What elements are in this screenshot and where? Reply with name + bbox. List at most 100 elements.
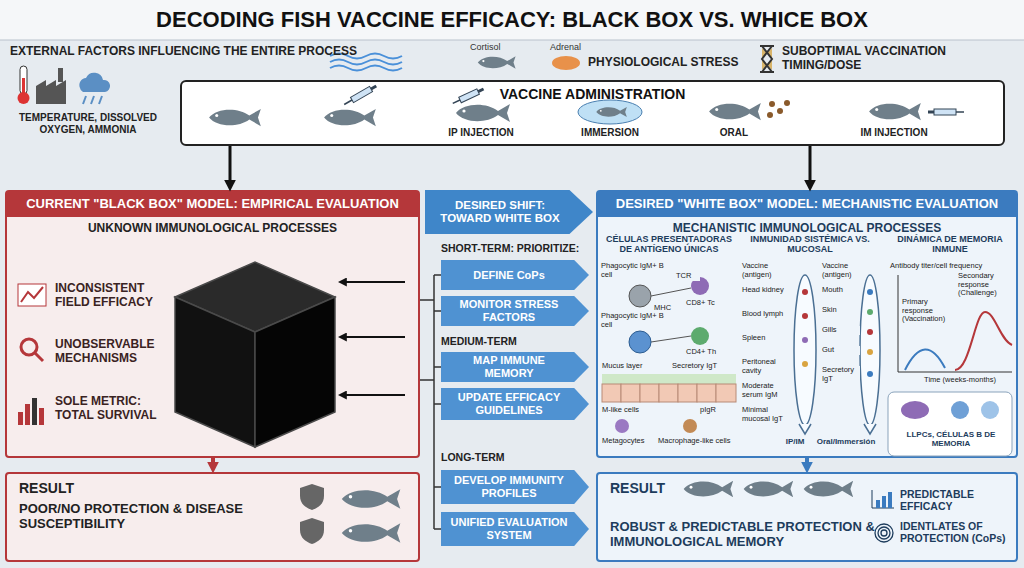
organ-dots [802,313,808,319]
text-label: Phagocytic IgM+ B cell [601,312,675,329]
text-label: PREDICTABLE EFFICACY [900,488,1015,512]
text-label: CÉLULAS PRESENTADORAS DE ANTÍGENO ÚNICAS [600,234,738,255]
text-label: Cortisol [470,42,520,52]
magnifier-icon [21,339,43,361]
text-label: LONG-TERM [441,451,591,463]
step-box: DEVELOP IMMUNITY PROFILES [441,470,589,504]
syringe [453,100,460,103]
text-label: INCONSISTENT FIELD EFFICACY [55,282,173,310]
antigen-presenting-cells [683,419,697,433]
rain-cloud-icon [83,96,102,104]
thermometer-icon [20,66,27,94]
text-label: Phagocytic IgM+ B cell [601,262,675,279]
shift-arrow: DESIRED SHIFT: TOWARD WHITE BOX [425,190,593,234]
box-text: POOR/NO PROTECTION & DISEASE SUSCEPTIBIL… [19,502,269,532]
syringe [351,86,373,102]
feed-pellets [784,100,790,106]
box-heading: RESULT [19,480,418,496]
organ-dots [802,289,873,377]
feed-pellets [767,112,773,118]
text-label: TEMPERATURE, DISSOLVED OXYGEN, AMMONIA [8,112,168,135]
antigen-presenting-cells [602,384,736,402]
stressed-fish [478,56,516,69]
text-label: Adrenal [550,42,600,52]
immersion-bath [578,100,642,124]
feed-pellets [769,101,775,107]
text-label: MEDIUM-TERM [441,335,591,347]
step-box: UNIFIED EVALUATION SYSTEM [441,512,589,546]
text-label: IMMERSION [565,127,655,139]
fish-body-outline [794,275,816,425]
factory-icon [36,80,66,104]
fish [596,107,627,117]
step-box: MONITOR STRESS FACTORS [441,296,589,326]
organ-dots [867,371,873,377]
fish-body-outline [860,275,880,425]
text-label: Minimal mucosal IgT [742,406,786,423]
fish [324,109,376,126]
result-box: RESULTROBUST & PREDICTABLE PROTECTION & … [596,472,1018,562]
trend-icon [21,287,43,302]
healthy-fish [684,481,734,498]
text-label: IP INJECTION [431,127,531,139]
syringe [956,111,964,113]
text-label: Primary response (Vaccination) [902,298,954,324]
organ-dots [802,361,808,367]
trend-icon [18,284,46,306]
text-label: Vaccine (antigen) [822,262,860,279]
box-heading: CURRENT "BLACK BOX" MODEL: EMPIRICAL EVA… [7,192,418,217]
text-label: IDENTLATES OF PROTECTION (CoPs) [900,520,1015,544]
text-label: Antibody titer/cell frequency [890,262,1014,271]
fish [709,103,761,120]
black-box-cube [175,262,335,447]
step-box: MAP IMMUNE MEMORY [441,352,589,382]
antigen-presenting-cells [691,327,709,345]
text-label: SUBOPTIMAL VACCINATION TIMING/DOSE [782,45,1014,73]
syringe [371,86,376,89]
text-label: M-like cells [602,406,664,415]
memory-cells [951,401,969,419]
text-label: Secretory IgT [672,362,736,371]
organ-dots [802,289,808,295]
organ-dots [867,309,873,315]
fingerprint-icon [875,524,893,542]
antigen-presenting-cells [651,336,691,342]
box-shape [441,352,589,382]
text-label: pIgR [700,406,730,415]
input-arrows [345,336,405,338]
syringe [934,109,956,115]
efficacy-icon [888,492,892,508]
text-label: MHC [654,304,680,313]
antigen-presenting-cells [629,285,651,307]
efficacy-icon [882,496,886,508]
text-label: CD4+ Th [686,348,736,357]
timeline-bracket [433,275,435,529]
timeline-bracket [420,275,441,529]
adrenal-gland [552,56,580,70]
text-label: Metagocytes [602,437,658,446]
syringe [343,83,378,107]
title-band [0,0,1024,40]
shield-icon [300,484,324,544]
box-heading: VACCINE ADMINISTRATION [182,86,1003,102]
fish-body-outline [864,424,876,434]
hourglass-icon [760,46,774,72]
feed-pellets [777,108,783,114]
text-label: TCR [676,272,700,281]
memory-cells [901,401,999,419]
box-shape [425,190,593,234]
text-label: LLPCs, CÉLULAS B DE MEMORIA [890,430,1012,448]
diagram-title: DECODING FISH VACCINE EFFICACY: BLACK BO… [0,0,1024,40]
antigen-presenting-cells [659,384,678,402]
box-shape [441,470,589,504]
box-heading: UPDATE EFFICACY GUIDELINES [441,391,589,416]
antigen-presenting-cells [602,374,736,384]
flow-arrow [809,146,812,182]
text-label: Spleen [742,334,786,343]
factory-icon [36,68,66,104]
fish-body-outline [794,275,880,434]
box-shape [441,512,589,546]
antigen-presenting-cells [629,331,651,353]
memory-chart [955,312,1012,370]
organ-dots [867,349,873,355]
